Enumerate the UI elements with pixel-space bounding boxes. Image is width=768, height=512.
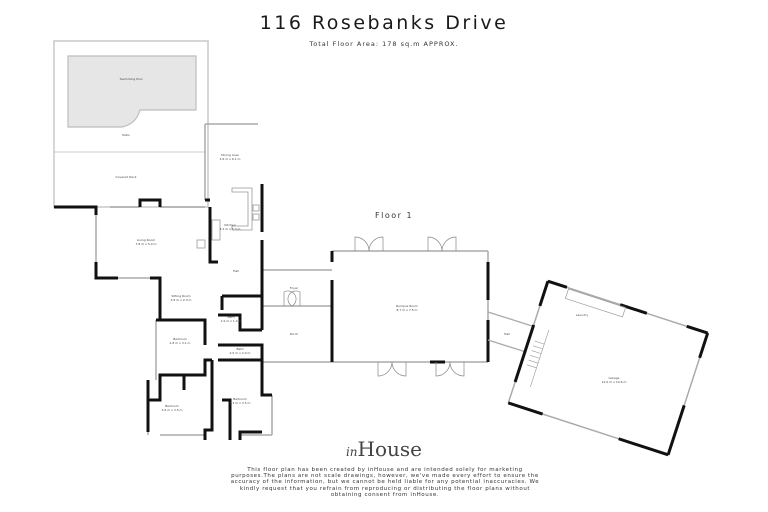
label-patio: Patio	[122, 133, 130, 137]
label-bedroom2: Bedroom	[165, 404, 179, 408]
room-labels: Swimming Pool Patio Covered Deck Dining …	[116, 77, 627, 412]
dims-living: 7.8 m x 5.4 m	[136, 242, 157, 246]
label-hall: Hall	[233, 269, 239, 273]
swimming-pool-shape	[67, 55, 197, 128]
label-kitchen: Kitchen	[224, 223, 235, 227]
garage-structure	[507, 279, 710, 457]
brand-logo: inHouse	[0, 437, 768, 461]
total-floor-area: Total Floor Area: 178 sq.m APPROX.	[309, 40, 459, 48]
label-pool: Swimming Pool	[120, 77, 143, 81]
label-living: Living Room	[137, 238, 155, 242]
label-dining: Dining Area	[221, 153, 239, 157]
outdoor-area	[53, 40, 209, 208]
dims-rumpus: 8.7 m x 7.5 m	[397, 308, 418, 312]
disclaimer-text: This floor plan has been created by inHo…	[230, 467, 540, 498]
label-bedroom3: Bedroom	[233, 397, 247, 401]
dims-bedroom2: 3.6 m x 3.5 m	[162, 408, 183, 412]
dims-bedroom3: 3.3 m x 3.5 m	[230, 401, 251, 405]
dims-garage: 12.0 m x 10.6 m	[602, 380, 627, 384]
label-covered-deck: Covered Deck	[116, 175, 137, 179]
label-rumpus: Rumpus Room	[396, 304, 418, 308]
brand-logo-text: House	[357, 437, 423, 461]
walkway	[487, 311, 533, 353]
label-foyer: Foyer	[290, 286, 299, 290]
label-bath: Bath	[228, 315, 235, 319]
label-bath2: Bath	[237, 347, 244, 351]
label-porch: Porch	[290, 332, 298, 336]
dims-bedroom1: 2.8 m x 3.1 m	[170, 341, 191, 345]
floor-label: Floor 1	[375, 211, 414, 220]
label-sitting: Sitting Room	[171, 294, 190, 298]
label-bedroom1: Bedroom	[173, 337, 187, 341]
dims-sitting: 3.6 m x 2.3 m	[171, 298, 192, 302]
label-hall2: Hall	[504, 332, 510, 336]
label-garage: Garage	[609, 376, 620, 380]
brand-logo-script: in	[345, 445, 358, 459]
dims-dining: 3.6 m x 6.1 m	[220, 157, 241, 161]
property-title: 116 Rosebanks Drive	[259, 12, 509, 34]
label-laundry: Laundry	[576, 313, 588, 317]
dims-kitchen: 3.4 m x 5.3 m	[220, 227, 241, 231]
dims-bath2: 2.5 m x 2.0 m	[230, 351, 251, 355]
house-walls	[54, 123, 490, 440]
dims-bath: 1.9 m x 1.4 m	[221, 319, 242, 323]
